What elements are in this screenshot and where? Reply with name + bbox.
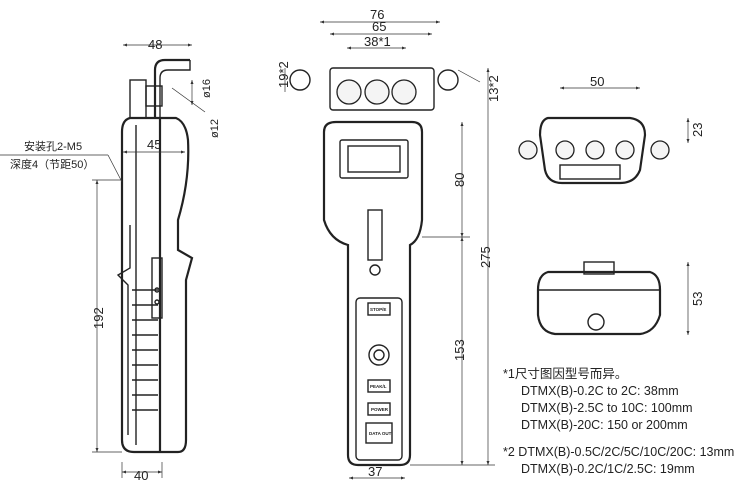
dim-19: 19*2 <box>276 61 291 88</box>
dim-48: 48 <box>148 37 162 52</box>
dim-76: 76 <box>370 7 384 22</box>
dim-40: 40 <box>134 468 148 483</box>
dim-80: 80 <box>452 173 467 187</box>
bottom-view: 53 <box>536 261 705 336</box>
note1-title: *1尺寸图因型号而异。 <box>503 367 627 381</box>
svg-text:DATA OUT: DATA OUT <box>369 431 392 436</box>
note1-line: DTMX(B)-20C: 150 or 200mm <box>521 418 688 432</box>
note1-line: DTMX(B)-2.5C to 10C: 100mm <box>521 401 693 415</box>
button-stop[interactable]: STOP/E <box>367 302 391 316</box>
note1-line: DTMX(B)-0.2C to 2C: 38mm <box>521 384 679 398</box>
button-peak[interactable]: PEAK/L <box>367 379 391 393</box>
mount-note-2: 深度4（节距50） <box>10 157 94 171</box>
dim-38: 38*1 <box>364 34 391 49</box>
svg-text:STOP/E: STOP/E <box>370 307 386 312</box>
mount-note-1: 安装孔2-M5 <box>24 139 82 153</box>
side-view: 48 ø16 ø12 45 安装孔2-M5 深度4（节距50） 192 40 <box>0 37 221 483</box>
svg-text:POWER: POWER <box>371 407 389 412</box>
dim-53: 53 <box>690 292 705 306</box>
dim-dia16: ø16 <box>201 79 213 98</box>
dim-50: 50 <box>590 74 604 89</box>
dim-192: 192 <box>91 307 106 329</box>
button-power[interactable]: POWER <box>367 402 391 416</box>
dim-23: 23 <box>690 123 705 137</box>
note2-title: *2 DTMX(B)-0.5C/2C/5C/10C/20C: 13mm <box>503 445 734 459</box>
button-data-out[interactable]: DATA OUT <box>365 422 393 444</box>
dim-153: 153 <box>452 339 467 361</box>
note2-line: DTMX(B)-0.2C/1C/2.5C: 19mm <box>521 462 695 476</box>
front-view: STOP/E PEAK/L POWER DATA OUT 76 65 38*1 … <box>276 7 501 480</box>
notes: *1尺寸图因型号而异。 DTMX(B)-0.2C to 2C: 38mm DTM… <box>503 367 734 476</box>
dim-37: 37 <box>368 464 382 479</box>
dim-dia12: ø12 <box>209 119 221 138</box>
svg-text:PEAK/L: PEAK/L <box>370 384 387 389</box>
dim-45: 45 <box>147 137 161 152</box>
dim-275: 275 <box>478 246 493 268</box>
dim-13: 13*2 <box>486 75 501 102</box>
dim-65: 65 <box>372 19 386 34</box>
top-view: 50 23 <box>518 74 705 185</box>
